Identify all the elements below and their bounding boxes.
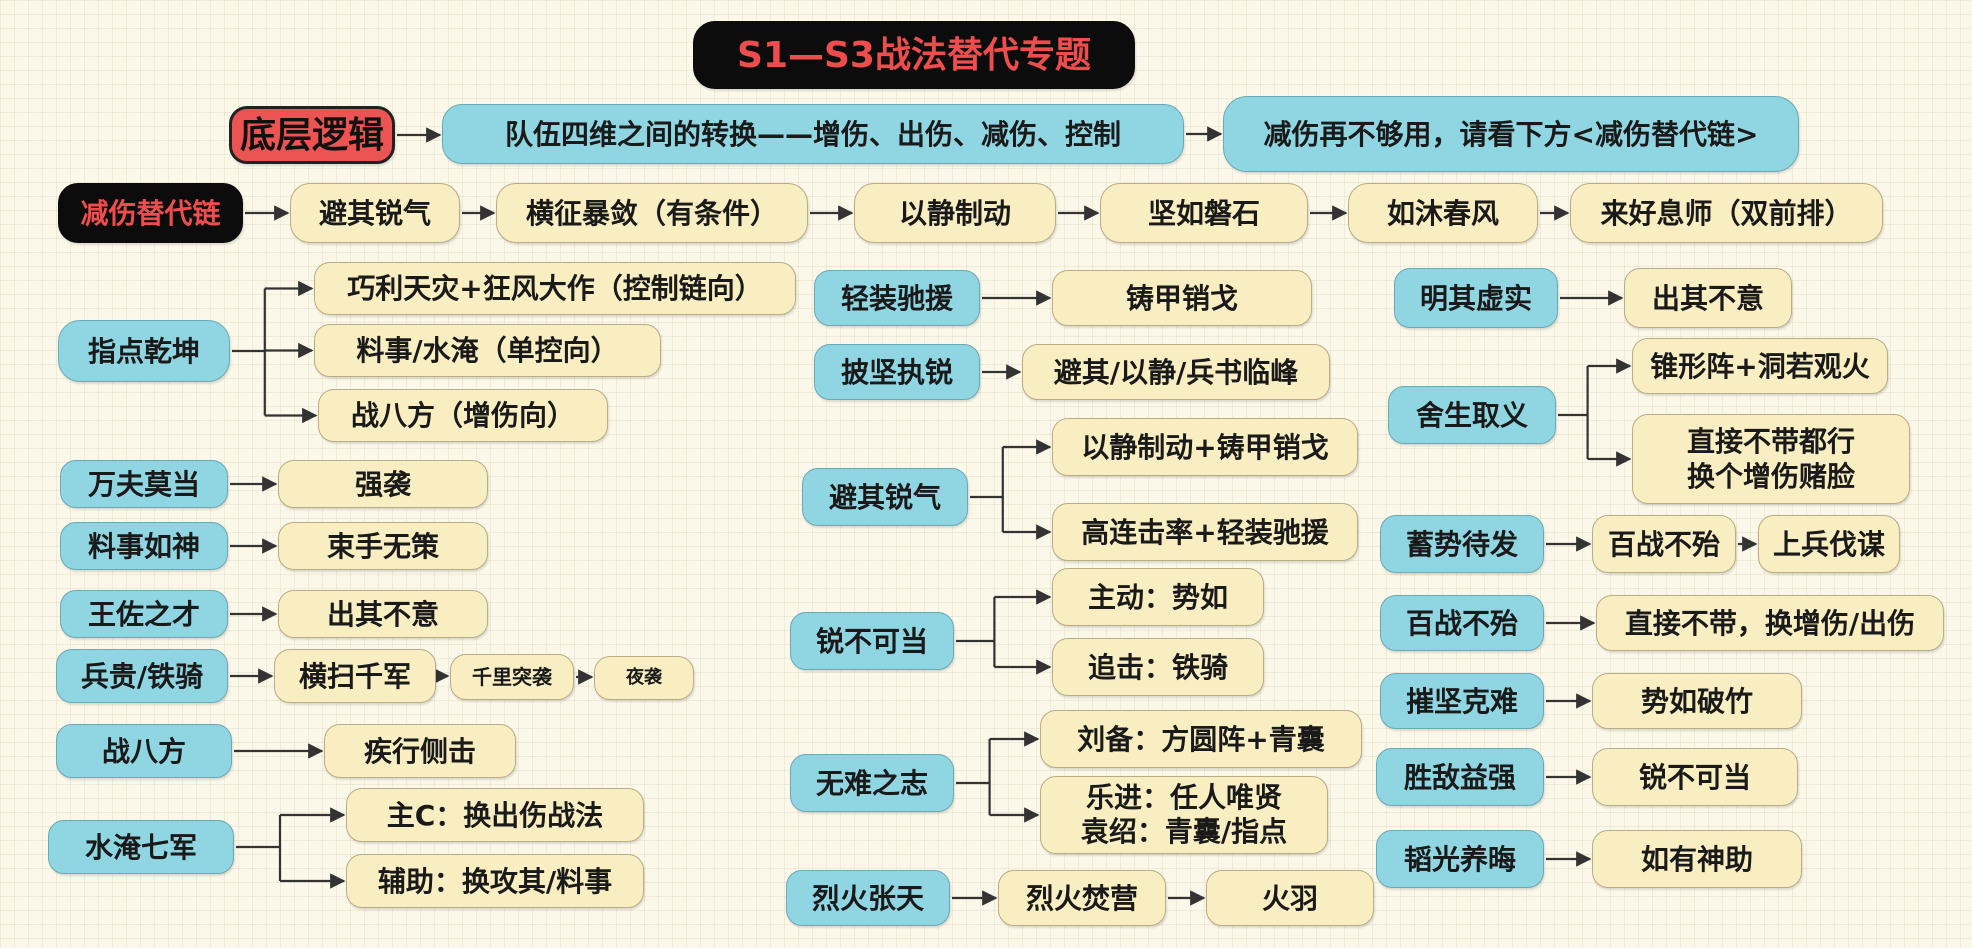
wunan-item-2-line-1: 乐进：任人唯贤 xyxy=(1085,781,1282,815)
shengdi-node: 胜敌益强 xyxy=(1376,748,1544,806)
chain-item-5: 如沐春风 xyxy=(1348,183,1538,243)
binggui-chain-3: 夜袭 xyxy=(594,656,694,700)
shesheng-item-2-line-1: 直接不带都行 xyxy=(1686,425,1855,458)
zhidian-item-3: 战八方（增伤向） xyxy=(318,389,608,442)
logic-note: 减伤再不够用，请看下方<减伤替代链> xyxy=(1223,96,1799,172)
shesheng-item-2: 直接不带都行 换个增伤赌脸 xyxy=(1632,414,1910,504)
qingzhuang-node: 轻装驰援 xyxy=(814,270,980,326)
zhidian-node: 指点乾坤 xyxy=(58,320,230,382)
shesheng-item-1: 锥形阵+洞若观火 xyxy=(1632,338,1888,394)
liehuo-node: 烈火张天 xyxy=(786,870,950,926)
baizhan-target: 直接不带，换增伤/出伤 xyxy=(1596,595,1944,651)
shengdi-target: 锐不可当 xyxy=(1592,748,1798,806)
shuiyan-item-1: 主C：换出伤战法 xyxy=(346,788,644,842)
cuijian-target: 势如破竹 xyxy=(1592,673,1802,729)
taoguang-node: 韬光养晦 xyxy=(1376,830,1544,888)
chain-item-6: 来好息师（双前排） xyxy=(1570,183,1883,243)
chain-item-1: 避其锐气 xyxy=(290,183,460,243)
wunan-node: 无难之志 xyxy=(790,754,954,812)
chain-item-4: 坚如磐石 xyxy=(1100,183,1308,243)
zhanbafang-node: 战八方 xyxy=(56,724,232,778)
binggui-chain-1: 横扫千军 xyxy=(274,649,436,703)
mingqi-target: 出其不意 xyxy=(1624,268,1792,328)
liaoshi-node: 料事如神 xyxy=(60,522,228,570)
ruibu-item-2: 追击：铁骑 xyxy=(1052,638,1264,696)
logic-label: 底层逻辑 xyxy=(229,106,395,164)
biqi-node: 避其锐气 xyxy=(802,468,968,526)
xushi-chain-1: 百战不殆 xyxy=(1592,515,1736,573)
cuijian-node: 摧坚克难 xyxy=(1380,673,1544,729)
wanfu-target: 强袭 xyxy=(278,460,488,508)
logic-text: 队伍四维之间的转换——增伤、出伤、减伤、控制 xyxy=(442,104,1184,164)
zhanbafang-target: 疾行侧击 xyxy=(324,724,516,778)
wanfu-node: 万夫莫当 xyxy=(60,460,228,508)
chain-item-2: 横征暴敛（有条件） xyxy=(496,183,808,243)
taoguang-target: 如有神助 xyxy=(1592,830,1802,888)
zhidian-item-2: 料事/水淹（单控向） xyxy=(314,324,661,377)
liehuo-chain-1: 烈火焚营 xyxy=(998,870,1166,926)
chain-item-3: 以静制动 xyxy=(854,183,1056,243)
xushi-chain-2: 上兵伐谋 xyxy=(1758,515,1900,573)
xushi-node: 蓄势待发 xyxy=(1380,515,1544,573)
shesheng-item-2-line-2: 换个增伤赌脸 xyxy=(1686,460,1855,493)
pijian-node: 披坚执锐 xyxy=(814,344,980,400)
wunan-item-2: 乐进：任人唯贤 袁绍：青囊/指点 xyxy=(1040,776,1328,854)
page-title: S1—S3战法替代专题 xyxy=(693,21,1135,89)
zhidian-item-1: 巧利天灾+狂风大作（控制链向） xyxy=(314,262,796,315)
ruibu-item-1: 主动：势如 xyxy=(1052,568,1264,626)
biqi-item-1: 以静制动+铸甲销戈 xyxy=(1052,418,1358,476)
mingqi-node: 明其虚实 xyxy=(1394,268,1558,328)
shuiyan-item-2: 辅助：换攻其/料事 xyxy=(346,854,644,908)
baizhan-node: 百战不殆 xyxy=(1380,595,1544,651)
chain-label: 减伤替代链 xyxy=(58,183,243,243)
liaoshi-target: 束手无策 xyxy=(278,522,488,570)
binggui-chain-2: 千里突袭 xyxy=(450,654,574,700)
pijian-target: 避其/以静/兵书临峰 xyxy=(1022,344,1330,400)
liehuo-chain-2: 火羽 xyxy=(1206,870,1374,926)
wangzuo-node: 王佐之才 xyxy=(60,590,228,638)
wunan-item-1: 刘备：方圆阵+青囊 xyxy=(1040,710,1362,768)
qingzhuang-target: 铸甲销戈 xyxy=(1052,270,1312,326)
shesheng-node: 舍生取义 xyxy=(1388,386,1556,444)
biqi-item-2: 高连击率+轻装驰援 xyxy=(1052,503,1358,561)
ruibu-node: 锐不可当 xyxy=(790,612,954,670)
binggui-node: 兵贵/铁骑 xyxy=(56,649,228,703)
shuiyan-node: 水淹七军 xyxy=(48,820,234,874)
wunan-item-2-line-2: 袁绍：青囊/指点 xyxy=(1080,815,1288,848)
wangzuo-target: 出其不意 xyxy=(278,590,488,638)
